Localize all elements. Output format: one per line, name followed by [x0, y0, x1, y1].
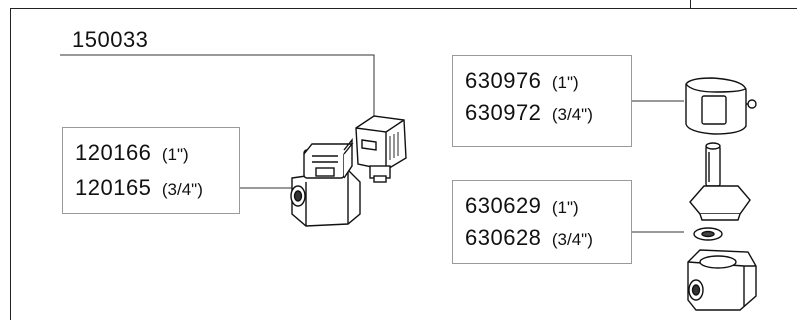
size-label: (1")	[161, 145, 189, 164]
left-row-2: 120165 (3/4")	[75, 175, 203, 201]
right-bottom-part-box: 630629 (1") 630628 (3/4")	[452, 180, 632, 264]
part-number: 630972	[465, 100, 542, 125]
header-part-number: 150033	[72, 27, 149, 52]
right-top-row-1: 630976 (1")	[465, 68, 579, 94]
frame-left-line	[10, 8, 11, 320]
size-label: (1")	[551, 73, 579, 92]
frame-corner-tick	[690, 0, 691, 9]
right-bottom-row-2: 630628 (3/4")	[465, 225, 593, 251]
solenoid-coil-icon	[685, 77, 757, 135]
part-number: 630629	[465, 193, 542, 218]
part-number: 120165	[75, 175, 152, 200]
part-number: 630628	[465, 225, 542, 250]
left-part-box: 120166 (1") 120165 (3/4")	[62, 127, 240, 214]
armature-tube-icon	[705, 142, 721, 187]
size-label: (1")	[551, 198, 579, 217]
part-number: 630976	[465, 68, 542, 93]
size-label: (3/4")	[551, 230, 593, 249]
right-bottom-row-1: 630629 (1")	[465, 193, 579, 219]
size-label: (3/4")	[551, 105, 593, 124]
leader-150033	[60, 54, 375, 118]
size-label: (3/4")	[161, 180, 203, 199]
coil-with-connector-icon	[355, 115, 407, 183]
right-top-part-box: 630976 (1") 630972 (3/4")	[452, 55, 632, 147]
frame-top-line	[10, 8, 797, 9]
diaphragm-icon	[689, 185, 751, 241]
part-number: 120166	[75, 140, 152, 165]
valve-body-icon	[687, 249, 757, 311]
left-row-1: 120166 (1")	[75, 140, 189, 166]
leader-lines	[60, 54, 684, 233]
solenoid-valve-assembly-icon	[290, 138, 361, 227]
right-top-row-2: 630972 (3/4")	[465, 100, 593, 126]
